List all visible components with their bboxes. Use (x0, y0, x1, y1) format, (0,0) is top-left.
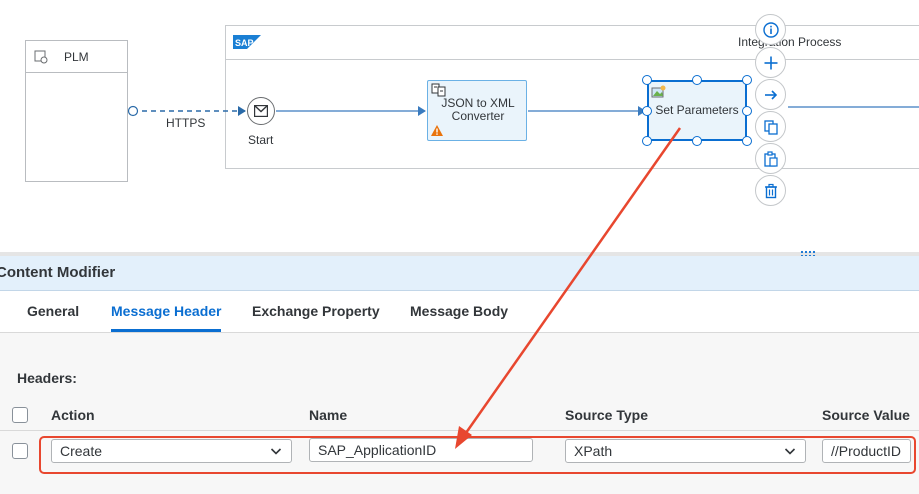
chevron-down-icon (784, 448, 796, 455)
warning-icon (431, 125, 443, 136)
table-row[interactable]: Create SAP_ApplicationID XPath //Product… (0, 431, 919, 475)
system-icon (34, 50, 48, 64)
svg-text:SAP: SAP (235, 38, 254, 48)
converter-icon (431, 83, 446, 97)
connect-button[interactable] (755, 79, 786, 110)
header-name-input[interactable]: SAP_ApplicationID (309, 438, 533, 462)
resize-handle[interactable] (642, 106, 652, 116)
add-icon (764, 56, 777, 69)
delete-button[interactable] (755, 175, 786, 206)
envelope-icon (254, 105, 268, 117)
integration-flow-canvas[interactable]: PLM SAP Integration Process HTTPS Start (0, 0, 919, 255)
connect-arrow-icon (764, 89, 777, 100)
copy-icon (763, 119, 778, 135)
resize-handle[interactable] (642, 136, 652, 146)
action-select[interactable]: Create (51, 439, 292, 463)
connection-label: HTTPS (166, 116, 206, 130)
start-event[interactable] (247, 97, 275, 125)
resize-handle[interactable] (742, 75, 752, 85)
sender-participant-header: PLM (26, 41, 127, 73)
resize-handle[interactable] (742, 136, 752, 146)
add-button[interactable] (755, 47, 786, 78)
sap-logo: SAP (233, 35, 261, 49)
column-header-source-value: Source Value (822, 407, 910, 423)
set-parameters-label: Set Parameters (655, 103, 739, 117)
content-modifier-icon (651, 85, 666, 98)
active-tab-indicator (111, 329, 221, 332)
sender-label: PLM (64, 50, 89, 64)
message-flow-arrowhead (238, 106, 246, 116)
resize-handle[interactable] (642, 75, 652, 85)
paste-icon (763, 150, 778, 167)
sender-participant[interactable]: PLM (25, 40, 128, 182)
tab-message-body[interactable]: Message Body (410, 303, 509, 319)
column-header-name: Name (309, 407, 348, 423)
header-name-value: SAP_ApplicationID (318, 442, 437, 458)
resize-handle[interactable] (692, 75, 702, 85)
source-value-value: //ProductID (831, 443, 902, 459)
tab-message-header[interactable]: Message Header (111, 303, 222, 319)
source-type-value: XPath (574, 443, 613, 459)
resize-handle[interactable] (692, 136, 702, 146)
info-icon (762, 21, 779, 38)
property-panel-header: Content Modifier (0, 256, 919, 291)
source-value-input[interactable]: //ProductID (822, 439, 911, 463)
source-type-select[interactable]: XPath (565, 439, 806, 463)
tab-exchange-property[interactable]: Exchange Property (252, 303, 380, 319)
action-select-value: Create (60, 443, 103, 459)
tab-general[interactable]: General (27, 303, 80, 319)
start-event-label: Start (248, 133, 274, 147)
select-all-checkbox[interactable] (12, 407, 28, 423)
paste-button[interactable] (755, 143, 786, 174)
panel-tabs: General Message Header Exchange Property… (0, 291, 919, 333)
column-header-action: Action (51, 407, 95, 423)
resize-handle[interactable] (742, 106, 752, 116)
delete-icon (764, 183, 777, 198)
json-to-xml-converter-step[interactable]: JSON to XML Converter (427, 80, 527, 141)
copy-button[interactable] (755, 111, 786, 142)
panel-splitter[interactable] (0, 252, 919, 256)
headers-section-label: Headers: (17, 370, 77, 386)
headers-table-header: Action Name Source Type Source Value (0, 400, 919, 431)
message-header-content: Headers: Action Name Source Type Source … (0, 333, 919, 494)
message-flow-origin (127, 105, 139, 117)
info-button[interactable] (755, 14, 786, 45)
set-parameters-step[interactable]: Set Parameters (647, 80, 747, 141)
row-select-checkbox[interactable] (12, 443, 28, 459)
converter-step-label: JSON to XML Converter (441, 96, 515, 123)
flow-connectors (127, 105, 919, 117)
panel-title: Content Modifier (0, 264, 116, 281)
chevron-down-icon (270, 448, 282, 455)
column-header-source-type: Source Type (565, 407, 648, 423)
